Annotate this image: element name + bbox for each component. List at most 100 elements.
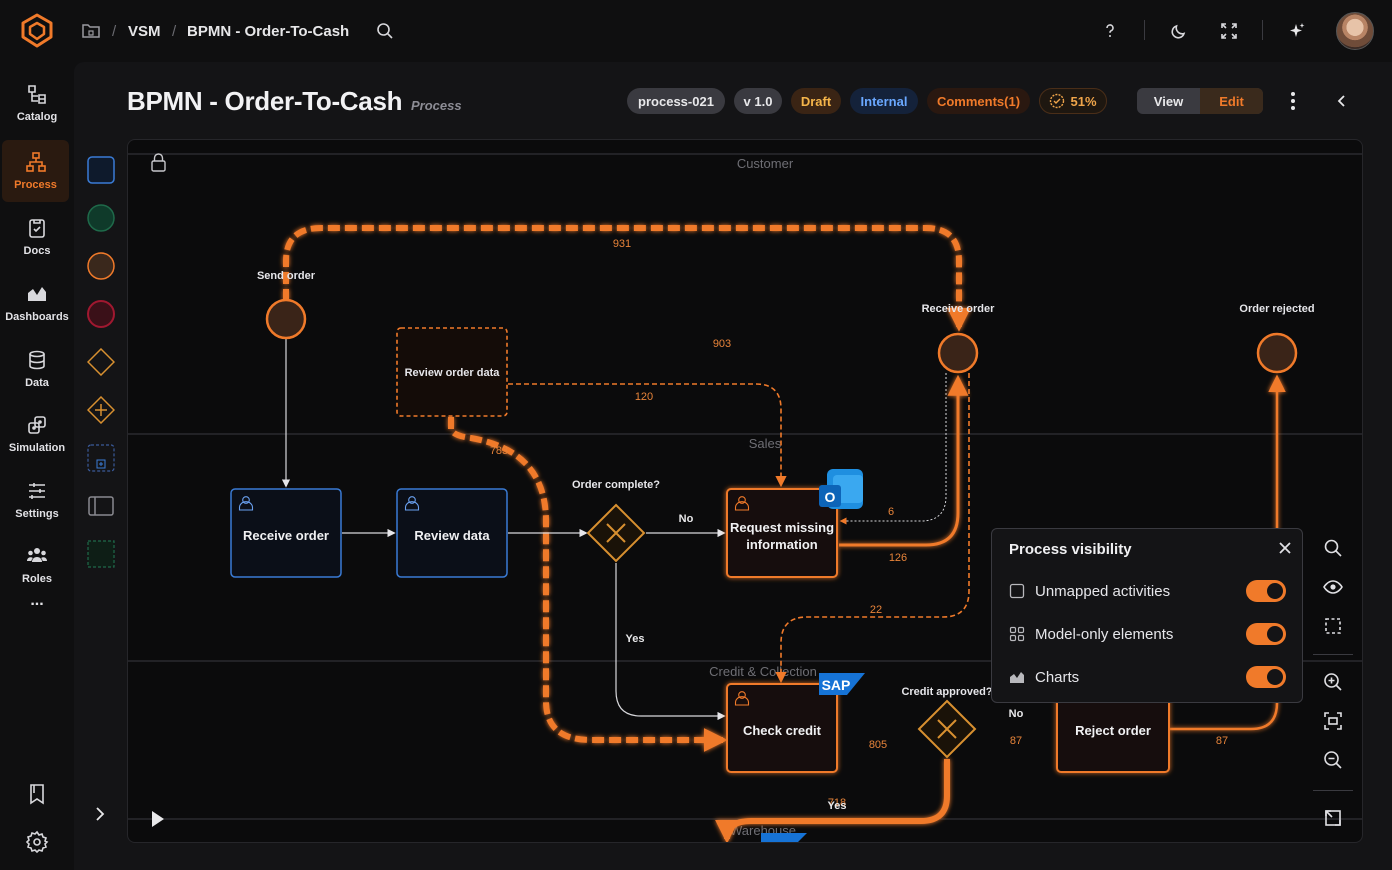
database-icon bbox=[29, 350, 45, 370]
gateway-tool-icon[interactable] bbox=[87, 348, 115, 376]
task-request-missing-information[interactable]: Request missing information bbox=[726, 488, 838, 578]
bpmn-diagram[interactable]: Customer Sales Credit & Collection Wareh… bbox=[127, 139, 1363, 843]
lock-icon[interactable] bbox=[151, 153, 166, 172]
nav-data-label: Data bbox=[25, 377, 49, 389]
task-review-data[interactable]: Review data bbox=[396, 488, 508, 578]
edit-mode-button[interactable]: Edit bbox=[1200, 88, 1263, 114]
task-request-missing-label-2: information bbox=[746, 537, 818, 552]
flow-count-label: 6 bbox=[888, 506, 894, 518]
bookmark-icon[interactable] bbox=[25, 782, 49, 806]
comments-chip[interactable]: Comments(1) bbox=[927, 88, 1030, 114]
nav-catalog[interactable]: Catalog bbox=[0, 72, 74, 134]
receive-order-event[interactable] bbox=[937, 332, 979, 374]
nav-data[interactable]: Data bbox=[0, 338, 74, 400]
nav-simulation[interactable]: Simulation bbox=[0, 403, 74, 465]
flow-no-label: No bbox=[1009, 708, 1024, 720]
gateway-credit-approved[interactable] bbox=[917, 699, 977, 759]
search-icon[interactable] bbox=[373, 19, 397, 43]
zoom-tools bbox=[1313, 664, 1353, 784]
end-event-tool-icon[interactable] bbox=[87, 300, 115, 328]
moon-icon[interactable] bbox=[1167, 19, 1191, 43]
sparkle-icon[interactable] bbox=[1285, 19, 1309, 43]
task-request-missing-label-1: Request missing bbox=[730, 520, 834, 535]
nav-roles[interactable]: Roles bbox=[0, 534, 74, 596]
users-icon bbox=[27, 548, 47, 562]
expand-canvas-icon[interactable] bbox=[1323, 808, 1343, 828]
zoom-in-icon[interactable] bbox=[1323, 672, 1343, 692]
breadcrumb-root[interactable]: VSM bbox=[128, 22, 161, 40]
group-tool-icon[interactable] bbox=[87, 540, 115, 568]
dashboards-icon bbox=[28, 287, 46, 301]
order-rejected-label: Order rejected bbox=[1239, 303, 1314, 315]
flow-no-label: No bbox=[679, 513, 694, 525]
task-tool-icon[interactable] bbox=[87, 156, 115, 184]
view-mode-button[interactable]: View bbox=[1153, 93, 1184, 109]
flow-count-label: 931 bbox=[613, 238, 631, 250]
send-order-label: Send order bbox=[257, 270, 316, 282]
docs-icon bbox=[29, 219, 45, 238]
gear-icon[interactable] bbox=[25, 830, 49, 854]
nav-more[interactable]: ... bbox=[0, 570, 74, 632]
order-rejected-event[interactable] bbox=[1256, 332, 1298, 374]
flow-count-label: 22 bbox=[870, 604, 882, 616]
kebab-menu-icon[interactable] bbox=[1281, 89, 1305, 113]
fullscreen-icon[interactable] bbox=[1217, 19, 1241, 43]
divider bbox=[1262, 20, 1263, 40]
subprocess-tool-icon[interactable] bbox=[87, 444, 115, 472]
intermediate-event-tool-icon[interactable] bbox=[87, 252, 115, 280]
charts-toggle[interactable] bbox=[1246, 666, 1286, 688]
nav-roles-label: Roles bbox=[22, 573, 52, 585]
selection-icon[interactable] bbox=[1323, 616, 1343, 636]
model-only-toggle[interactable] bbox=[1246, 623, 1286, 645]
grid-icon bbox=[1009, 626, 1025, 642]
expand-palette-icon[interactable] bbox=[90, 804, 118, 832]
lane-credit-label: Credit & Collection bbox=[709, 664, 817, 679]
help-icon[interactable] bbox=[1098, 19, 1122, 43]
unmapped-toggle[interactable] bbox=[1246, 580, 1286, 602]
pool-tool-icon[interactable] bbox=[87, 492, 115, 520]
send-order-event[interactable] bbox=[265, 298, 307, 340]
nav-docs[interactable]: Docs bbox=[0, 206, 74, 268]
user-icon bbox=[404, 496, 420, 511]
task-reject-order[interactable]: Reject order bbox=[1056, 683, 1170, 773]
close-icon[interactable] bbox=[1276, 539, 1294, 557]
nav-dashboards[interactable]: Dashboards bbox=[0, 272, 74, 334]
nav-docs-label: Docs bbox=[23, 245, 51, 257]
mode-toggle[interactable]: View Edit bbox=[1137, 88, 1263, 114]
play-icon[interactable] bbox=[152, 811, 164, 827]
status-badge[interactable]: Draft bbox=[791, 88, 841, 114]
more-label: ... bbox=[30, 592, 44, 609]
tool-palette bbox=[76, 140, 126, 840]
avatar[interactable] bbox=[1336, 12, 1374, 50]
eye-icon[interactable] bbox=[1323, 577, 1343, 597]
nav-dashboards-label: Dashboards bbox=[5, 311, 69, 323]
visibility-row-charts[interactable]: Charts bbox=[1009, 665, 1291, 689]
app-logo-icon[interactable] bbox=[18, 12, 56, 50]
visibility-badge[interactable]: Internal bbox=[850, 88, 918, 114]
fit-view-icon[interactable] bbox=[1323, 711, 1343, 731]
parallel-gateway-tool-icon[interactable] bbox=[87, 396, 115, 424]
simulation-icon bbox=[28, 416, 46, 434]
nav-process[interactable]: Process bbox=[2, 140, 69, 202]
gateway-order-complete[interactable] bbox=[586, 503, 646, 563]
collapse-panel-icon[interactable] bbox=[1330, 89, 1354, 113]
task-check-credit[interactable]: Check credit bbox=[726, 683, 838, 773]
bpmn-canvas[interactable]: Customer Sales Credit & Collection Wareh… bbox=[127, 139, 1363, 843]
task-review-order-data[interactable]: Review order data bbox=[396, 327, 508, 417]
process-icon bbox=[25, 152, 46, 172]
visibility-row-model-only[interactable]: Model-only elements bbox=[1009, 622, 1291, 646]
breadcrumb-current[interactable]: BPMN - Order-To-Cash bbox=[187, 22, 350, 40]
nav-settings[interactable]: Settings bbox=[0, 469, 74, 531]
version-chip[interactable]: v 1.0 bbox=[734, 88, 782, 114]
visibility-row-label: Charts bbox=[1035, 668, 1080, 686]
start-event-tool-icon[interactable] bbox=[87, 204, 115, 232]
user-icon bbox=[734, 496, 750, 511]
zoom-out-icon[interactable] bbox=[1323, 750, 1343, 770]
search-icon[interactable] bbox=[1323, 538, 1343, 558]
visibility-row-unmapped[interactable]: Unmapped activities bbox=[1009, 579, 1291, 603]
folder-icon[interactable] bbox=[79, 19, 103, 43]
task-receive-order[interactable]: Receive order bbox=[230, 488, 342, 578]
progress-chip[interactable]: 51% bbox=[1039, 88, 1107, 114]
checkbox-icon[interactable] bbox=[1009, 583, 1025, 599]
gateway-order-complete-label: Order complete? bbox=[572, 479, 660, 491]
